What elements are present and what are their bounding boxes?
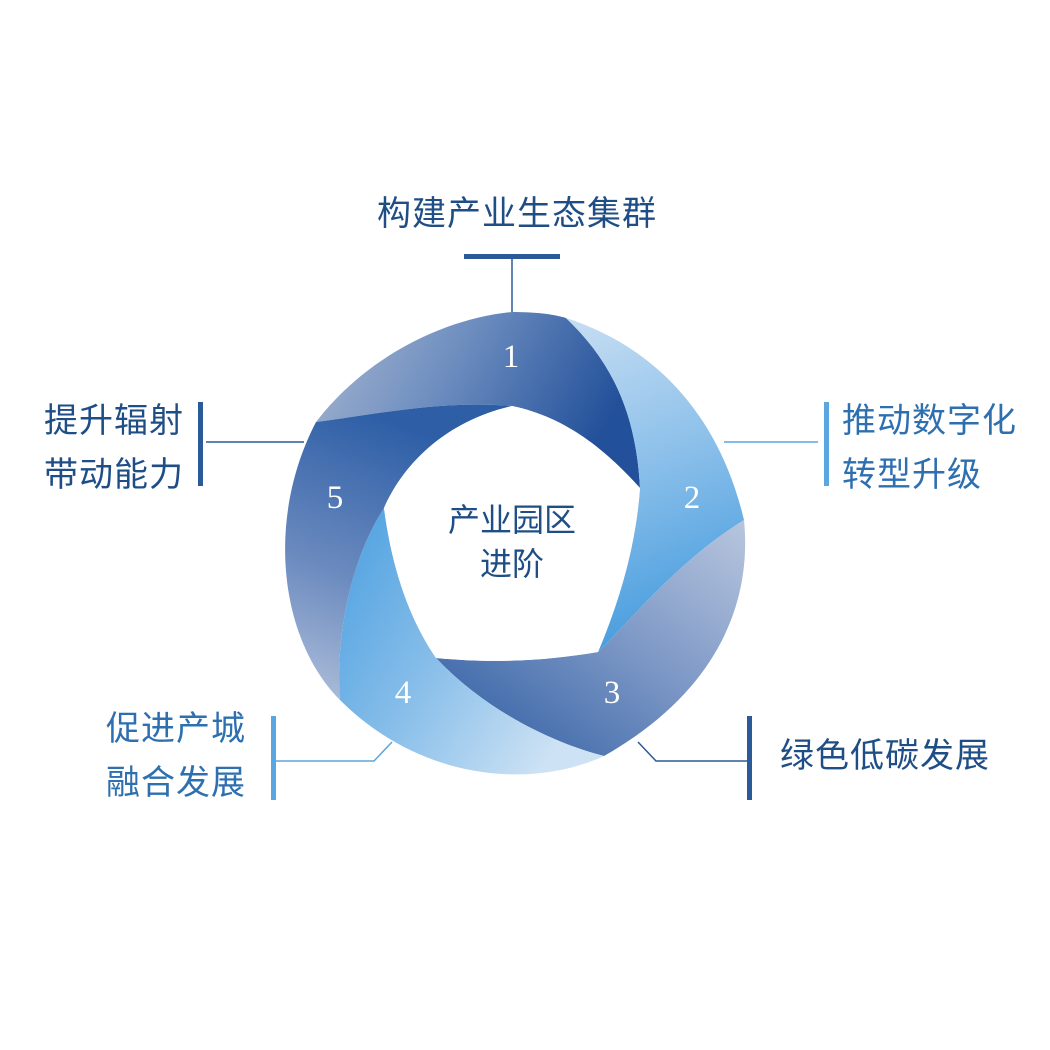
segment-number-3: 3 — [604, 675, 621, 711]
label-4-line-2: 融合发展 — [106, 763, 246, 803]
segment-number-1: 1 — [503, 339, 520, 375]
connector-bar-1 — [464, 254, 560, 259]
ring-segment-5 — [285, 404, 512, 700]
connector-bar-4 — [271, 716, 276, 800]
segment-number-5: 5 — [327, 480, 344, 516]
ring-segment-1 — [316, 312, 640, 488]
ring-segment-4 — [339, 508, 604, 775]
segment-number-4: 4 — [395, 675, 412, 711]
label-1-line-1: 构建产业生态集群 — [377, 194, 657, 234]
connector-bar-5 — [198, 402, 203, 486]
ring-segment-3 — [436, 520, 746, 756]
label-5-line-1: 提升辐射 — [44, 401, 184, 441]
label-2-line-1: 推动数字化 — [842, 401, 1017, 441]
ring-center — [384, 406, 640, 661]
ring-segment-2 — [566, 318, 744, 652]
label-3-line-1: 绿色低碳发展 — [780, 736, 990, 776]
connectors — [198, 254, 829, 800]
center-title-line-2: 进阶 — [480, 545, 544, 583]
connector-bar-2 — [824, 402, 829, 486]
connector-line-4 — [276, 741, 393, 762]
segment-number-2: 2 — [684, 480, 701, 516]
label-5-line-2: 带动能力 — [44, 455, 184, 495]
connector-bar-3 — [747, 716, 752, 800]
connector-line-3 — [637, 741, 748, 762]
label-4-line-1: 促进产城 — [106, 709, 246, 749]
center-title-line-1: 产业园区 — [448, 501, 576, 539]
label-2-line-2: 转型升级 — [842, 455, 982, 495]
ring — [285, 312, 746, 775]
